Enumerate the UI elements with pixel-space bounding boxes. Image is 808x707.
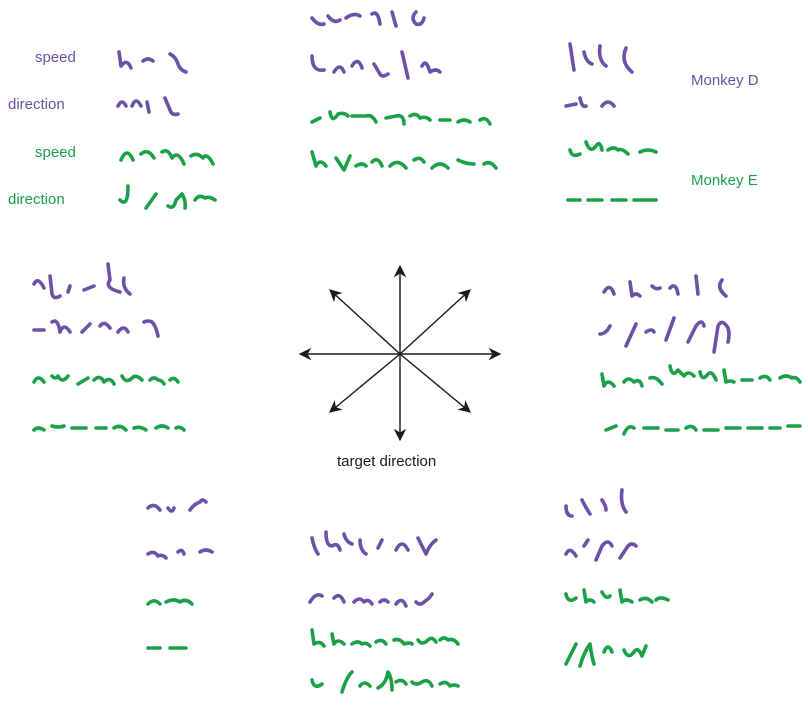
arrow-down-left	[329, 353, 401, 413]
monkey-e-label: Monkey E	[691, 172, 758, 189]
trace-group-up-right	[564, 42, 658, 202]
monkey-d-label: Monkey D	[691, 72, 759, 89]
arrow-up-right	[399, 289, 471, 355]
target-direction-arrows	[298, 264, 502, 442]
legend-speed-monkey-e: speed	[35, 144, 76, 161]
legend-direction-monkey-e: direction	[8, 191, 65, 208]
trace-group-right	[598, 274, 802, 436]
arrow-down-right	[399, 353, 471, 413]
trace-group-down	[308, 530, 460, 694]
trace-group-down-left	[146, 498, 214, 650]
trace-group-up	[310, 10, 498, 172]
target-direction-label: target direction	[337, 453, 437, 470]
trace-group-legend	[116, 50, 217, 210]
legend-direction-monkey-d: direction	[8, 96, 65, 113]
trace-group-left	[32, 262, 186, 432]
trace-group-down-right	[564, 488, 670, 668]
legend-speed-monkey-d: speed	[35, 49, 76, 66]
arrow-up-left	[329, 289, 401, 355]
